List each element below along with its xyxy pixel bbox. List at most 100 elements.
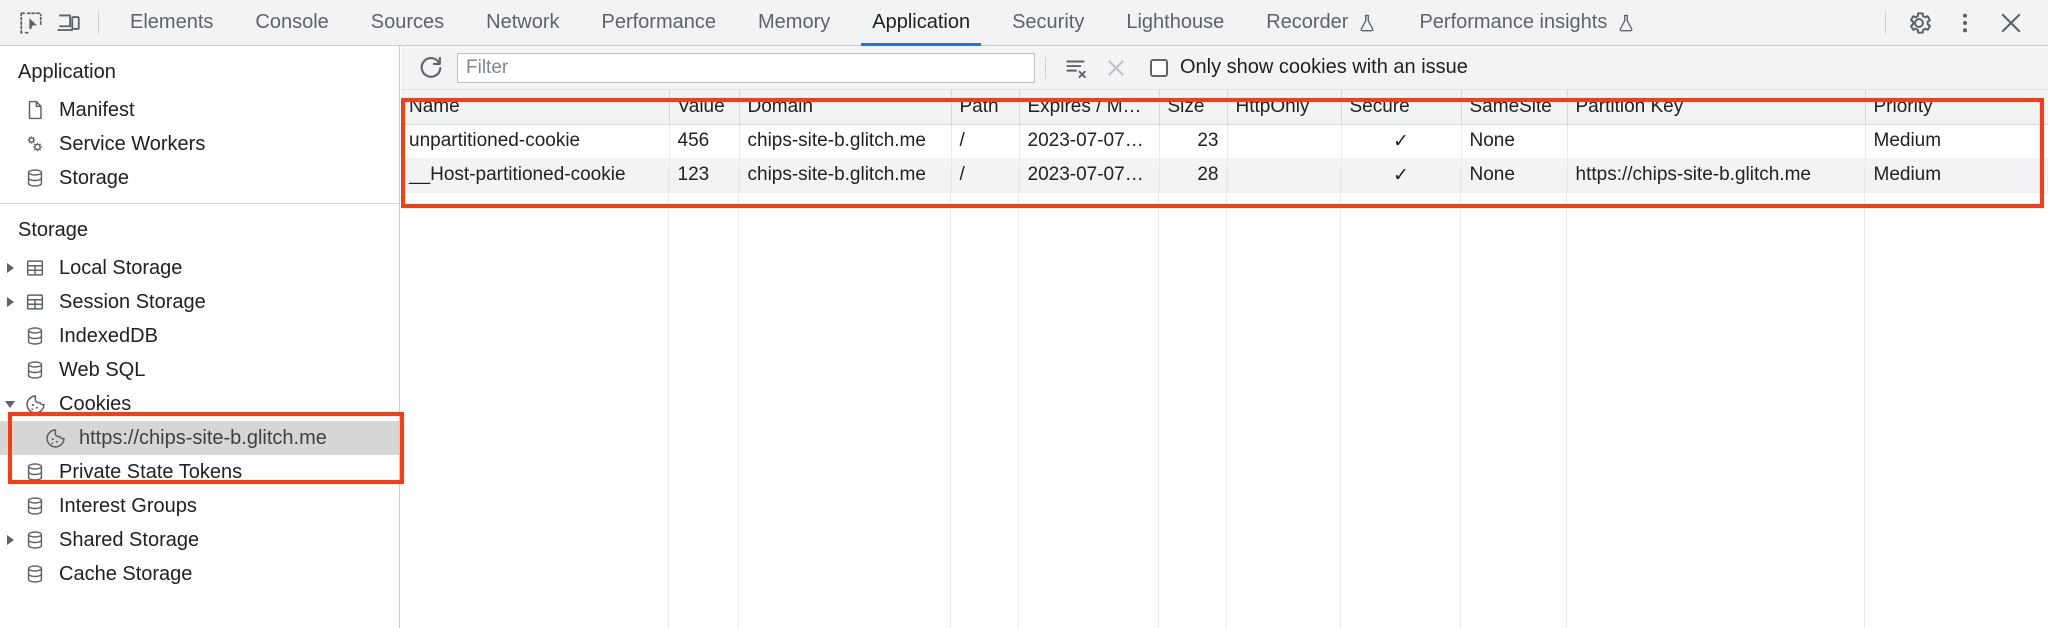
tab-label: Sources — [370, 11, 445, 33]
tab-label: Memory — [758, 11, 831, 33]
sidebar-item-storage[interactable]: Storage — [0, 161, 399, 195]
clear-filtered-cookies-icon[interactable] — [1096, 51, 1136, 85]
cookies-table-area: Name Value Domain Path Expires / M… Size… — [401, 90, 2048, 628]
sidebar-item-web-sql[interactable]: Web SQL — [0, 353, 399, 387]
cookie-filter-input[interactable] — [457, 52, 1035, 83]
sidebar-item-label: Session Storage — [59, 290, 206, 313]
sidebar-item-label: Cookies — [59, 392, 132, 415]
tab-security[interactable]: Security — [991, 0, 1105, 46]
database-icon — [20, 167, 50, 189]
sidebar-item-label: Local Storage — [59, 256, 183, 279]
column-header-expires[interactable]: Expires / M… — [1019, 90, 1160, 125]
tree-arrow-placeholder — [0, 557, 20, 591]
column-header-secure[interactable]: Secure — [1341, 90, 1462, 125]
column-header-domain[interactable]: Domain — [739, 90, 952, 125]
column-header-httponly[interactable]: HttpOnly — [1227, 90, 1342, 125]
sidebar-item-label: https://chips-site-b.glitch.me — [79, 426, 327, 449]
more-options-icon[interactable] — [1942, 6, 1988, 40]
table-row[interactable]: __Host-partitioned-cookie 123 chips-site… — [401, 158, 2048, 193]
sidebar-item-label: Private State Tokens — [59, 460, 243, 483]
tree-arrow-placeholder — [0, 455, 20, 489]
cell-partition-key — [1567, 124, 1866, 159]
toolbar-divider — [1885, 11, 1886, 34]
sidebar-item-label: Service Workers — [59, 132, 206, 155]
only-show-cookies-with-issue-toggle[interactable]: Only show cookies with an issue — [1150, 56, 1468, 79]
close-devtools-icon[interactable] — [1988, 6, 2034, 40]
sidebar-item-indexeddb[interactable]: IndexedDB — [0, 319, 399, 353]
column-rules — [401, 168, 2048, 628]
sidebar-item-label: Manifest — [59, 98, 135, 121]
tree-arrow-placeholder — [0, 93, 20, 127]
cell-name: unpartitioned-cookie — [401, 124, 670, 159]
table-header-row: Name Value Domain Path Expires / M… Size… — [401, 90, 2048, 125]
tab-memory[interactable]: Memory — [737, 0, 851, 46]
sidebar-item-local-storage[interactable]: Local Storage — [0, 251, 399, 285]
sidebar-section-title-application: Application — [18, 61, 116, 83]
tab-recorder[interactable]: Recorder — [1245, 0, 1398, 46]
tree-indent-spacer — [20, 421, 40, 455]
tab-label: Security — [1012, 11, 1085, 33]
tab-console[interactable]: Console — [234, 0, 349, 46]
device-toolbar-icon[interactable] — [50, 6, 88, 40]
inspect-element-icon[interactable] — [12, 6, 50, 40]
cell-priority: Medium — [1865, 158, 2048, 193]
cookies-toolbar: Only show cookies with an issue — [401, 46, 2048, 90]
tree-arrow-placeholder — [0, 489, 20, 523]
sidebar-item-label: Storage — [59, 166, 130, 189]
column-header-partition-key[interactable]: Partition Key — [1567, 90, 1866, 125]
tab-label: Performance — [601, 11, 717, 33]
column-header-path[interactable]: Path — [951, 90, 1020, 125]
chevron-right-icon[interactable] — [0, 251, 20, 285]
chevron-down-icon[interactable] — [0, 387, 20, 421]
tab-network[interactable]: Network — [465, 0, 580, 46]
tab-sources[interactable]: Sources — [350, 0, 465, 46]
tab-bar-right-controls — [1875, 6, 2048, 40]
tree-arrow-placeholder — [0, 161, 20, 195]
cell-samesite: None — [1461, 158, 1568, 193]
table-empty-row — [401, 192, 2048, 226]
database-icon — [20, 325, 50, 347]
settings-gear-icon[interactable] — [1896, 6, 1942, 40]
cell-priority: Medium — [1865, 124, 2048, 159]
sidebar-item-session-storage[interactable]: Session Storage — [0, 285, 399, 319]
sidebar-item-cookie-origin[interactable]: https://chips-site-b.glitch.me — [0, 421, 399, 455]
sidebar-item-cookies[interactable]: Cookies — [0, 387, 399, 421]
tab-performance[interactable]: Performance — [581, 0, 738, 46]
manifest-document-icon — [20, 99, 50, 121]
tab-lighthouse[interactable]: Lighthouse — [1105, 0, 1245, 46]
clear-all-cookies-icon[interactable] — [1056, 51, 1096, 85]
tab-application[interactable]: Application — [851, 0, 991, 46]
sidebar-item-interest-groups[interactable]: Interest Groups — [0, 489, 399, 523]
chevron-right-icon[interactable] — [0, 523, 20, 557]
refresh-icon[interactable] — [409, 51, 453, 85]
sidebar-item-label: Cache Storage — [59, 562, 193, 585]
chevron-right-icon[interactable] — [0, 285, 20, 319]
column-header-priority[interactable]: Priority — [1865, 90, 2048, 125]
tab-label: Console — [255, 11, 329, 33]
database-icon — [20, 461, 50, 483]
service-workers-gears-icon — [20, 132, 50, 156]
column-header-name[interactable]: Name — [401, 90, 670, 125]
sidebar-item-private-state-tokens[interactable]: Private State Tokens — [0, 455, 399, 489]
column-header-samesite[interactable]: SameSite — [1461, 90, 1568, 125]
tab-performance-insights[interactable]: Performance insights — [1398, 0, 1657, 46]
devtools-tab-bar: Elements Console Sources Network Perform… — [0, 0, 2048, 46]
tab-label: Recorder — [1266, 11, 1349, 33]
table-row[interactable]: unpartitioned-cookie 456 chips-site-b.gl… — [401, 124, 2048, 159]
column-header-size[interactable]: Size — [1159, 90, 1228, 125]
sidebar-item-label: IndexedDB — [59, 324, 158, 347]
cell-expires: 2023-07-07… — [1019, 124, 1160, 159]
sidebar-item-service-workers[interactable]: Service Workers — [0, 127, 399, 161]
only-issues-checkbox[interactable] — [1150, 58, 1168, 77]
sidebar-item-label: Shared Storage — [59, 528, 200, 551]
sidebar-item-cache-storage[interactable]: Cache Storage — [0, 557, 399, 591]
toolbar-divider — [98, 11, 99, 34]
cookie-icon — [40, 427, 70, 450]
column-header-value[interactable]: Value — [669, 90, 740, 125]
tree-arrow-placeholder — [0, 319, 20, 353]
sidebar-item-shared-storage[interactable]: Shared Storage — [0, 523, 399, 557]
cell-secure: ✓ — [1341, 158, 1462, 193]
tab-elements[interactable]: Elements — [109, 0, 234, 46]
sidebar-item-manifest[interactable]: Manifest — [0, 93, 399, 127]
only-issues-label: Only show cookies with an issue — [1180, 56, 1468, 78]
